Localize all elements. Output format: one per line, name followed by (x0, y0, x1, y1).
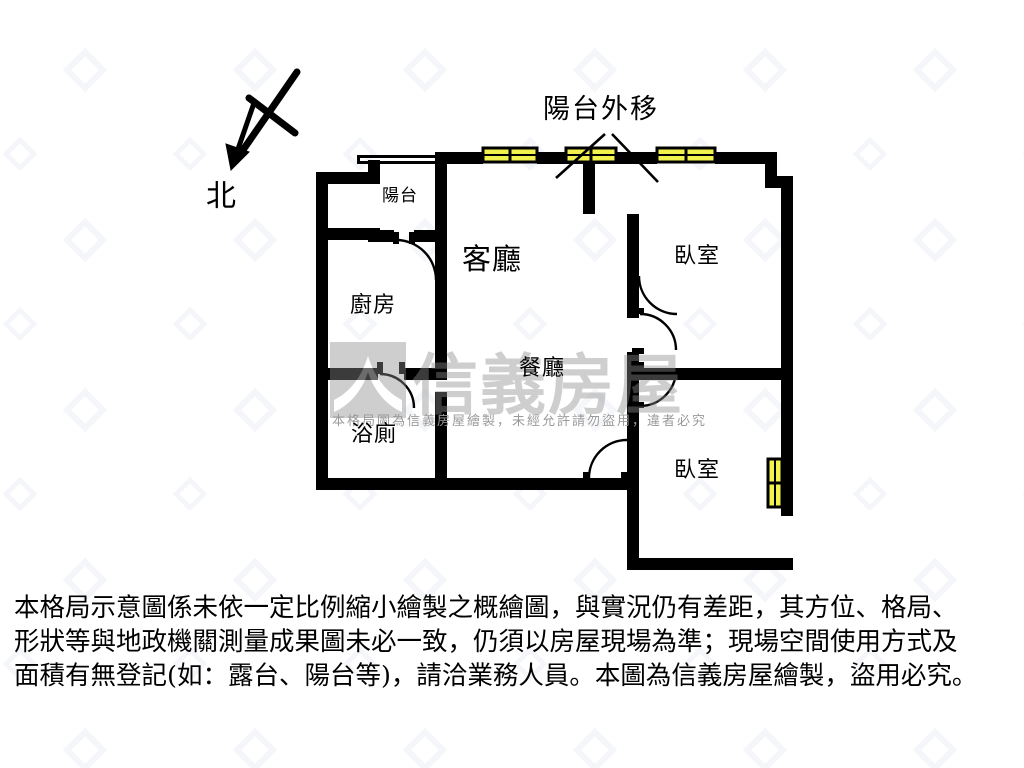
room-label-bedroom-bottom: 臥室 (674, 458, 721, 483)
window-icon (564, 146, 618, 164)
room-label-balcony: 陽台 (382, 186, 418, 206)
callout-leader-lines (555, 133, 659, 183)
window-icon (655, 146, 717, 164)
door-balcony (393, 232, 438, 281)
window-icon (766, 457, 784, 509)
room-label-dining-room: 餐廳 (519, 356, 566, 381)
door-bedroom-bottom (632, 362, 678, 408)
door-bathroom (377, 362, 416, 409)
wall-group (316, 152, 793, 570)
door-entry (583, 438, 628, 484)
disclaimer-line-3: 面積有無登記(如：露台、陽台等)，請洽業務人員。本圖為信義房屋繪製，盜用必究。 (14, 660, 978, 691)
disclaimer-line-1: 本格局示意圖係未依一定比例縮小繪製之概繪圖，與實況仍有差距，其方位、格局、 (14, 593, 958, 623)
disclaimer-line-2: 形狀等與地政機關測量成果圖未必一致，仍須以房屋現場為準；現場空間使用方式及 (14, 626, 958, 657)
disclaimer: 本格局示意圖係未依一定比例縮小繪製之概繪圖，與實況仍有差距，其方位、格局、 形狀… (14, 592, 1014, 694)
room-label-living-room: 客廳 (462, 242, 523, 276)
door-group (377, 232, 678, 484)
north-label: 北 (206, 179, 236, 214)
room-label-kitchen: 廚房 (350, 293, 397, 318)
door-bedroom-top (632, 275, 678, 354)
callout-balcony-extension: 陽台外移 (543, 94, 659, 125)
room-label-bedroom-top: 臥室 (674, 244, 721, 269)
window-icon (481, 146, 539, 164)
room-label-bathroom: 浴廁 (351, 422, 398, 447)
north-compass-icon (225, 68, 301, 172)
